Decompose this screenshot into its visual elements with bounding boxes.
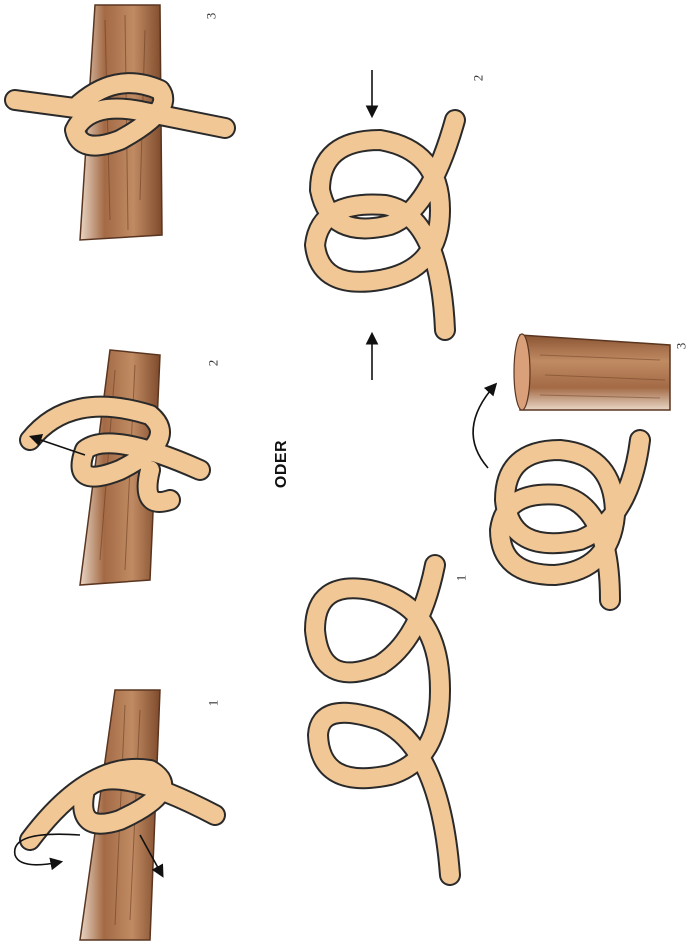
bottom-step-2-number: 2 bbox=[470, 75, 486, 82]
divider-label: ODER bbox=[273, 429, 291, 499]
top-step-1-illustration bbox=[15, 690, 215, 940]
bottom-step-1-illustration bbox=[315, 565, 450, 875]
bottom-step-2-illustration bbox=[315, 70, 455, 380]
bottom-step-3-number: 3 bbox=[673, 343, 687, 350]
curved-arrow-icon bbox=[473, 385, 495, 468]
top-step-3-illustration bbox=[15, 5, 225, 240]
bottom-step-1-number: 1 bbox=[453, 575, 469, 582]
top-step-2-illustration bbox=[30, 350, 200, 585]
top-step-3-number: 3 bbox=[203, 13, 219, 20]
top-step-1-number: 1 bbox=[205, 700, 221, 707]
pole bbox=[520, 335, 670, 410]
bottom-step-3-illustration bbox=[473, 334, 670, 600]
top-step-2-number: 2 bbox=[205, 360, 221, 367]
